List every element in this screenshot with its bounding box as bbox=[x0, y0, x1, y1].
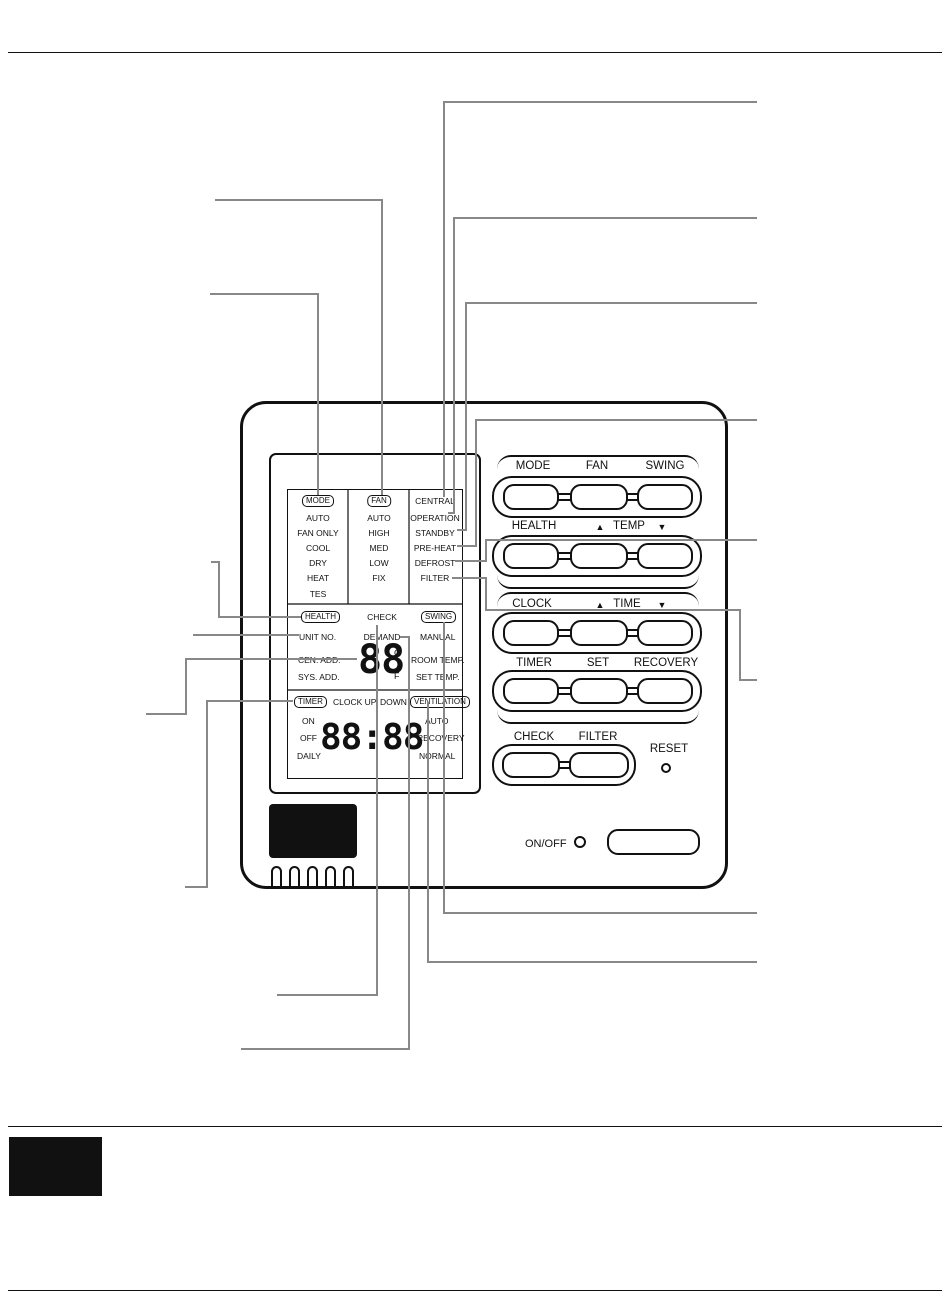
health-button-label: HEALTH bbox=[511, 520, 557, 532]
lcd-mode-auto: AUTO bbox=[306, 513, 330, 523]
lcd-room-temp: ROOM TEMP. bbox=[411, 655, 465, 665]
temp-up-arrow-icon: ▲ bbox=[595, 522, 605, 532]
lcd-fan-low: LOW bbox=[369, 558, 389, 568]
row4-bottom-arc bbox=[497, 710, 699, 724]
lcd-fan-high: HIGH bbox=[368, 528, 390, 538]
vent-slot bbox=[289, 866, 300, 888]
fan-button[interactable] bbox=[570, 484, 628, 510]
lcd-mode-fan-only: FAN ONLY bbox=[297, 528, 339, 538]
onoff-label: ON/OFF bbox=[525, 838, 567, 850]
timer-button-label: TIMER bbox=[516, 657, 552, 669]
lcd-manual: MANUAL bbox=[420, 632, 456, 642]
time-down-button[interactable] bbox=[637, 620, 693, 646]
lcd-fan-med: MED bbox=[369, 543, 389, 553]
lcd-timer-indicator: TIMER bbox=[294, 696, 327, 708]
infrared-receiver-window bbox=[269, 804, 357, 858]
mode-button[interactable] bbox=[503, 484, 559, 510]
set-button[interactable] bbox=[570, 678, 628, 704]
lcd-sys-add: SYS. ADD. bbox=[298, 672, 340, 682]
lcd-health-indicator: HEALTH bbox=[301, 611, 340, 623]
vent-slot bbox=[307, 866, 318, 888]
row2-bottom-arc bbox=[497, 575, 699, 589]
lcd-timer-off: OFF bbox=[300, 733, 317, 743]
onoff-indicator-led bbox=[574, 836, 586, 848]
swing-button-label: SWING bbox=[645, 460, 685, 472]
vent-slot bbox=[343, 866, 354, 888]
lcd-fan-fix: FIX bbox=[372, 573, 386, 583]
lcd-fan-auto: AUTO bbox=[367, 513, 391, 523]
temp-up-button[interactable] bbox=[570, 543, 628, 569]
bottom-rule bbox=[8, 1290, 942, 1291]
reset-button[interactable] bbox=[661, 763, 671, 773]
lcd-mode-header: MODE bbox=[302, 495, 334, 507]
clock-button-label: CLOCK bbox=[512, 598, 552, 610]
lcd-pre-heat: PRE-HEAT bbox=[413, 543, 457, 553]
lcd-timer-on: ON bbox=[302, 716, 315, 726]
mode-button-label: MODE bbox=[515, 460, 551, 472]
lcd-defrost: DEFROST bbox=[414, 558, 456, 568]
lcd-set-temp: SET TEMP. bbox=[416, 672, 460, 682]
top-rule bbox=[8, 52, 942, 53]
lcd-mode-cool: COOL bbox=[305, 543, 331, 553]
temp-down-arrow-icon: ▼ bbox=[657, 522, 667, 532]
lcd-timer-daily: DAILY bbox=[297, 751, 321, 761]
lcd-check: CHECK bbox=[367, 612, 397, 622]
temp-button-label: TEMP bbox=[613, 520, 645, 532]
lcd-mode-tes: TES bbox=[309, 589, 327, 599]
fan-button-label: FAN bbox=[585, 460, 609, 472]
lcd-vent-normal: NORMAL bbox=[419, 751, 456, 761]
filter-button-label: FILTER bbox=[578, 731, 618, 743]
lcd-vent-auto: AUTO bbox=[425, 716, 449, 726]
lcd-fan-header: FAN bbox=[367, 495, 391, 507]
time-up-button[interactable] bbox=[570, 620, 628, 646]
lcd-unit-fahrenheit: F bbox=[394, 671, 400, 681]
timer-button[interactable] bbox=[503, 678, 559, 704]
onoff-button[interactable] bbox=[607, 829, 700, 855]
check-button-label: CHECK bbox=[513, 731, 555, 743]
swing-button[interactable] bbox=[637, 484, 693, 510]
check-button[interactable] bbox=[502, 752, 560, 778]
lcd-swing-indicator: SWING bbox=[421, 611, 457, 623]
lcd-cen-add: CEN. ADD. bbox=[298, 655, 341, 665]
temp-down-button[interactable] bbox=[637, 543, 693, 569]
section-marker-block bbox=[9, 1137, 102, 1196]
set-button-label: SET bbox=[586, 657, 610, 669]
lcd-ventilation-indicator: VENTILATION bbox=[410, 696, 470, 708]
time-down-arrow-icon: ▼ bbox=[657, 600, 667, 610]
clock-button[interactable] bbox=[503, 620, 559, 646]
lcd-operation: OPERATION bbox=[410, 513, 460, 523]
lcd-mode-heat: HEAT bbox=[306, 573, 330, 583]
lcd-clock-up: CLOCK UP bbox=[333, 697, 377, 707]
vent-slot bbox=[325, 866, 336, 888]
lcd-unit-no: UNIT NO. bbox=[299, 632, 337, 642]
time-button-label: TIME bbox=[613, 598, 641, 610]
health-button[interactable] bbox=[503, 543, 559, 569]
lcd-vent-recovery: RECOVERY bbox=[417, 733, 465, 743]
recovery-button[interactable] bbox=[637, 678, 693, 704]
lcd-unit-celsius: C bbox=[394, 648, 401, 658]
reset-label: RESET bbox=[649, 743, 689, 755]
recovery-button-label: RECOVERY bbox=[633, 657, 699, 669]
vent-slot bbox=[271, 866, 282, 888]
lcd-clock-digits: 88:88 bbox=[320, 717, 424, 758]
lcd-central: CENTRAL bbox=[415, 496, 455, 506]
lcd-filter: FILTER bbox=[420, 573, 450, 583]
lcd-down: DOWN bbox=[380, 697, 407, 707]
filter-button[interactable] bbox=[569, 752, 629, 778]
section-rule bbox=[8, 1126, 942, 1127]
time-up-arrow-icon: ▲ bbox=[595, 600, 605, 610]
lcd-mode-dry: DRY bbox=[309, 558, 327, 568]
lcd-standby: STANDBY bbox=[415, 528, 455, 538]
